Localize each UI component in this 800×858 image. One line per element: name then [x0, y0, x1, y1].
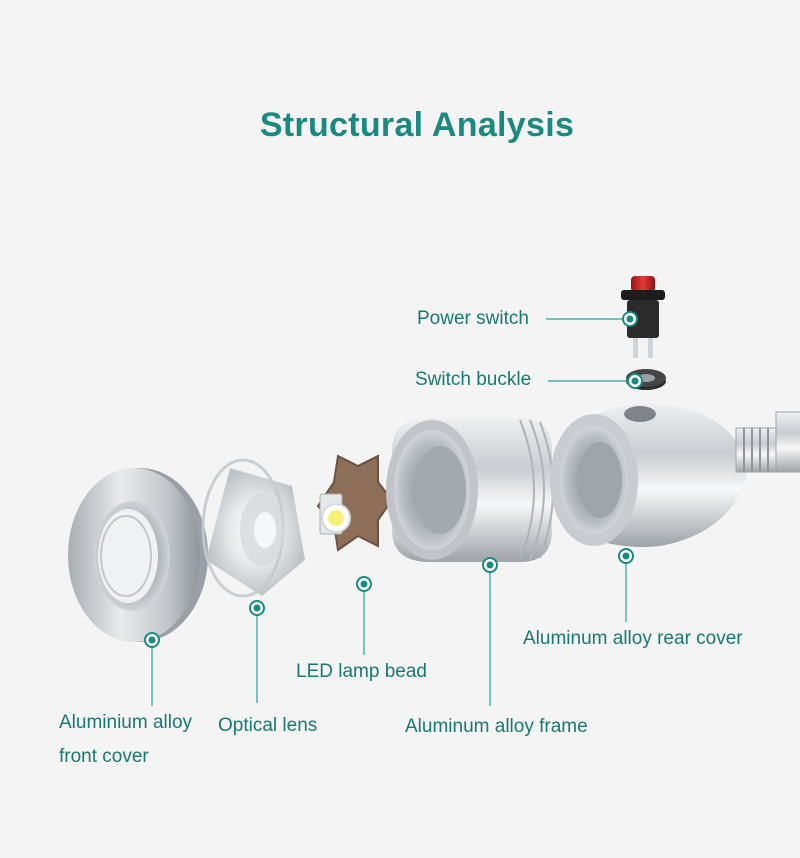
label-switch-buckle: Switch buckle [415, 369, 532, 390]
page-title: Structural Analysis [259, 106, 575, 144]
dot-frame [482, 557, 498, 573]
aluminum-frame [386, 418, 554, 562]
label-led-bead: LED lamp bead [296, 661, 427, 682]
power-switch [621, 276, 665, 358]
label-rear-cover: Aluminum alloy rear cover [523, 628, 743, 649]
label-front-cover: Aluminium alloy front cover [59, 706, 192, 774]
label-power-switch: Power switch [417, 308, 529, 329]
callout-lines [151, 318, 630, 706]
dot-front-cover [144, 632, 160, 648]
led-star-board [316, 454, 394, 552]
dot-optical-lens [249, 600, 265, 616]
callout-dots [144, 311, 643, 648]
dot-led-bead [356, 576, 372, 592]
label-frame: Aluminum alloy frame [405, 716, 588, 737]
dot-power-switch [622, 311, 638, 327]
label-front-cover-line2: front cover [59, 746, 149, 767]
label-optical-lens: Optical lens [218, 715, 318, 736]
optical-lens [201, 458, 305, 598]
label-front-cover-line1: Aluminium alloy [59, 712, 193, 733]
dot-rear-cover [618, 548, 634, 564]
rear-cover [550, 403, 800, 547]
dot-switch-buckle [627, 373, 643, 389]
front-cover-ring [68, 468, 208, 642]
